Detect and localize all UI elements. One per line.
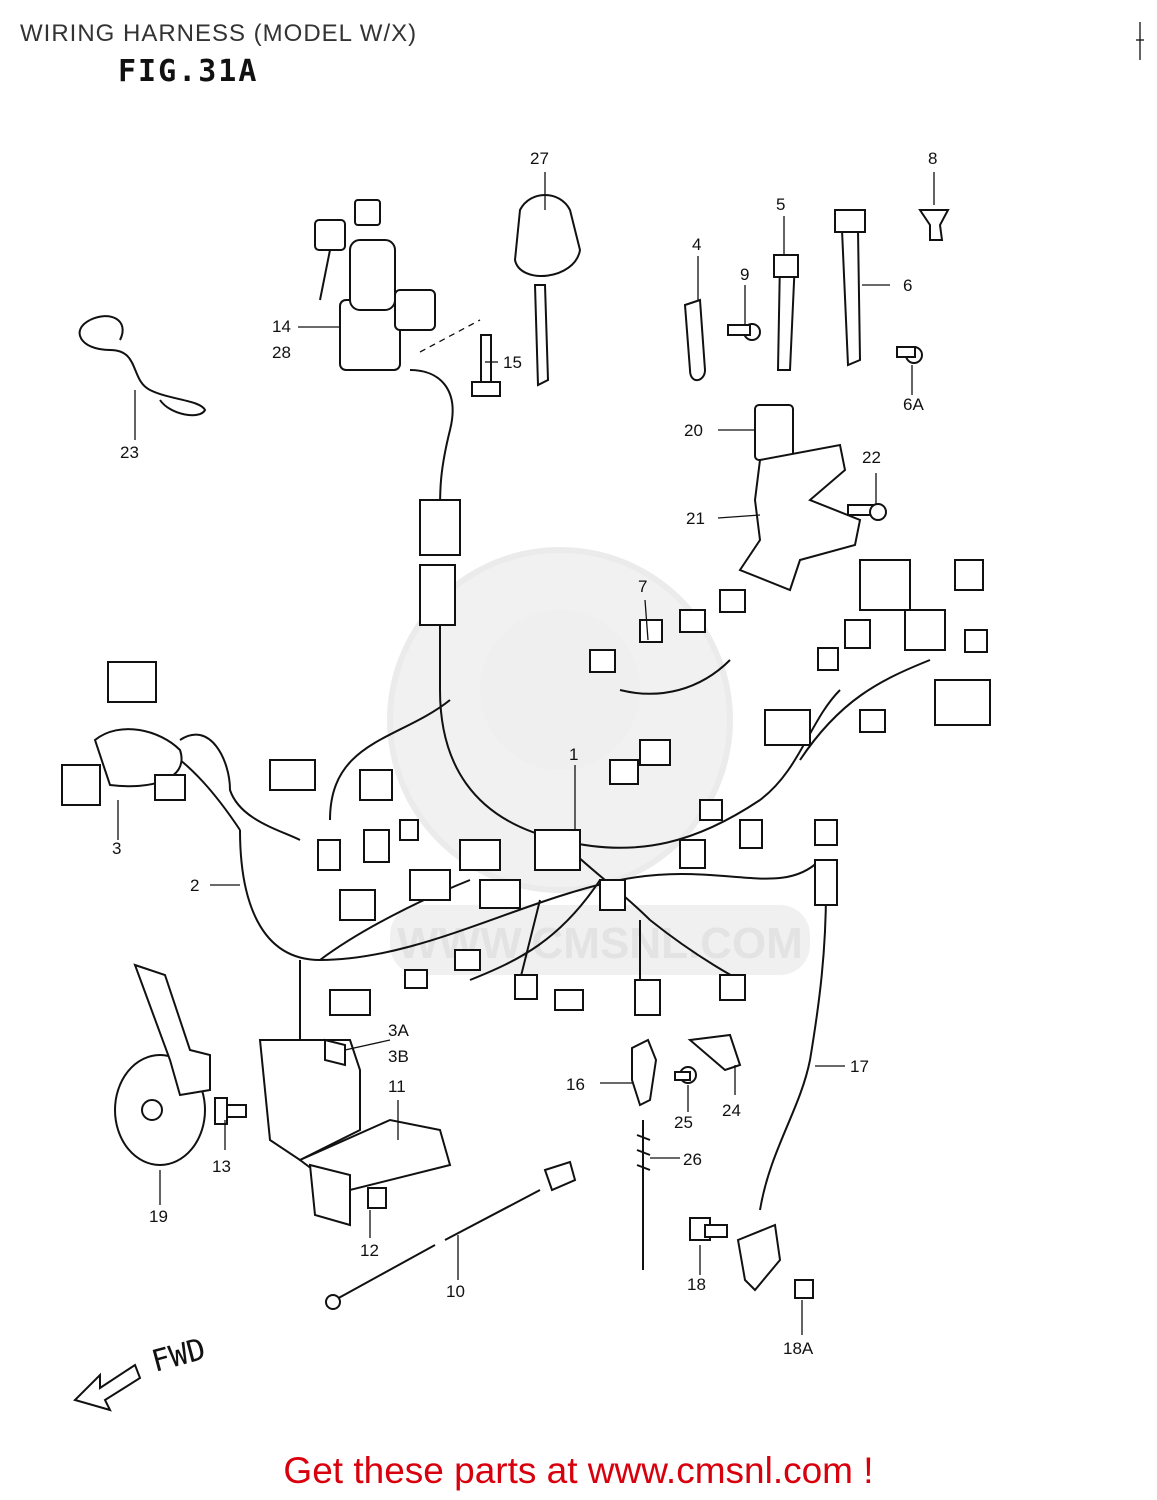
horn xyxy=(114,963,247,1166)
part-label-10: 10 xyxy=(446,1282,465,1301)
forward-arrow: FWD xyxy=(73,1332,209,1412)
part-label-5: 5 xyxy=(776,195,785,214)
spring-clip xyxy=(78,315,207,417)
cta-link[interactable]: Get these parts at www.cmsnl.com ! xyxy=(283,1450,874,1491)
part-label-3b: 3B xyxy=(388,1047,409,1066)
relay-bracket xyxy=(738,404,887,592)
diagram-title: WIRING HARNESS (MODEL W/X) xyxy=(20,20,418,47)
ignition-switch xyxy=(314,199,461,690)
part-label-11: 11 xyxy=(388,1077,406,1096)
part-label-28: 28 xyxy=(272,343,291,362)
fuse-box xyxy=(258,1038,452,1227)
fwd-label: FWD xyxy=(148,1332,209,1380)
bolt-15 xyxy=(419,319,501,397)
part-label-13: 13 xyxy=(212,1157,231,1176)
part-label-6: 6 xyxy=(903,276,912,295)
part-label-19: 19 xyxy=(149,1207,168,1226)
leader-lines xyxy=(117,172,935,1335)
part-label-14: 14 xyxy=(272,317,291,336)
part-label-4: 4 xyxy=(692,235,701,254)
sensor-lead xyxy=(689,859,838,1299)
part-label-18a: 18A xyxy=(783,1339,814,1358)
wiring-harness-diagram: WWW.CMSNL.COM xyxy=(61,22,1144,1412)
part-label-15: 15 xyxy=(503,353,522,372)
figure-number: FIG.31A xyxy=(118,54,259,89)
part-label-18: 18 xyxy=(687,1275,706,1294)
part-label-12: 12 xyxy=(360,1241,379,1260)
part-label-2: 2 xyxy=(190,876,199,895)
edge-marks xyxy=(1136,22,1144,60)
stop-switch xyxy=(631,1033,742,1270)
small-hardware xyxy=(683,209,950,382)
part-label-26: 26 xyxy=(683,1150,702,1169)
part-number-labels: 27 8 5 4 9 6 6A 14 28 15 23 20 22 21 7 1… xyxy=(112,149,937,1358)
part-label-1: 1 xyxy=(569,745,578,764)
part-label-16: 16 xyxy=(566,1075,585,1094)
part-label-24: 24 xyxy=(722,1101,741,1120)
ignition-key xyxy=(513,194,582,387)
part-label-20: 20 xyxy=(684,421,703,440)
part-label-3a: 3A xyxy=(388,1021,409,1040)
part-label-7: 7 xyxy=(638,577,647,596)
part-label-22: 22 xyxy=(862,448,881,467)
part-label-8: 8 xyxy=(928,149,937,168)
part-label-27: 27 xyxy=(530,149,549,168)
part-label-25: 25 xyxy=(674,1113,693,1132)
main-harness xyxy=(149,559,991,1040)
part-label-21: 21 xyxy=(686,509,705,528)
connector-3 xyxy=(61,661,301,841)
lead-wire-10 xyxy=(325,1160,577,1310)
part-label-17: 17 xyxy=(850,1057,869,1076)
part-label-9: 9 xyxy=(740,265,749,284)
part-label-3: 3 xyxy=(112,839,121,858)
part-label-23: 23 xyxy=(120,443,139,462)
part-label-6a: 6A xyxy=(903,395,924,414)
